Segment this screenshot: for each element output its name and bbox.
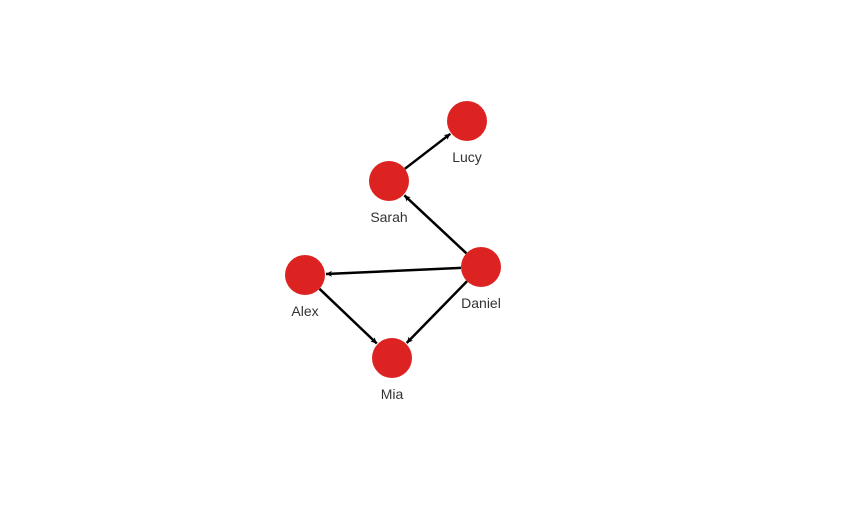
edge-sarah-to-lucy [404,132,452,170]
node-sarah[interactable]: Sarah [369,161,409,225]
node-daniel-label: Daniel [461,295,501,311]
node-lucy-label: Lucy [452,149,482,165]
node-mia-label: Mia [381,386,404,402]
node-sarah-circle[interactable] [369,161,409,201]
node-lucy-circle[interactable] [447,101,487,141]
node-mia[interactable]: Mia [372,338,412,402]
node-sarah-label: Sarah [370,209,407,225]
node-mia-circle[interactable] [372,338,412,378]
edge-alex-to-mia [318,287,378,345]
node-alex-label: Alex [291,303,318,319]
node-alex-circle[interactable] [285,255,325,295]
edge-daniel-to-sarah [403,194,468,255]
nodes-layer: Lucy Sarah Daniel Alex Mia [285,101,501,402]
edges-layer [318,132,468,345]
node-daniel-circle[interactable] [461,247,501,287]
edge-daniel-to-mia [405,280,468,344]
edge-daniel-to-alex [325,266,462,277]
node-daniel[interactable]: Daniel [461,247,501,311]
node-alex[interactable]: Alex [285,255,325,319]
node-lucy[interactable]: Lucy [447,101,487,165]
